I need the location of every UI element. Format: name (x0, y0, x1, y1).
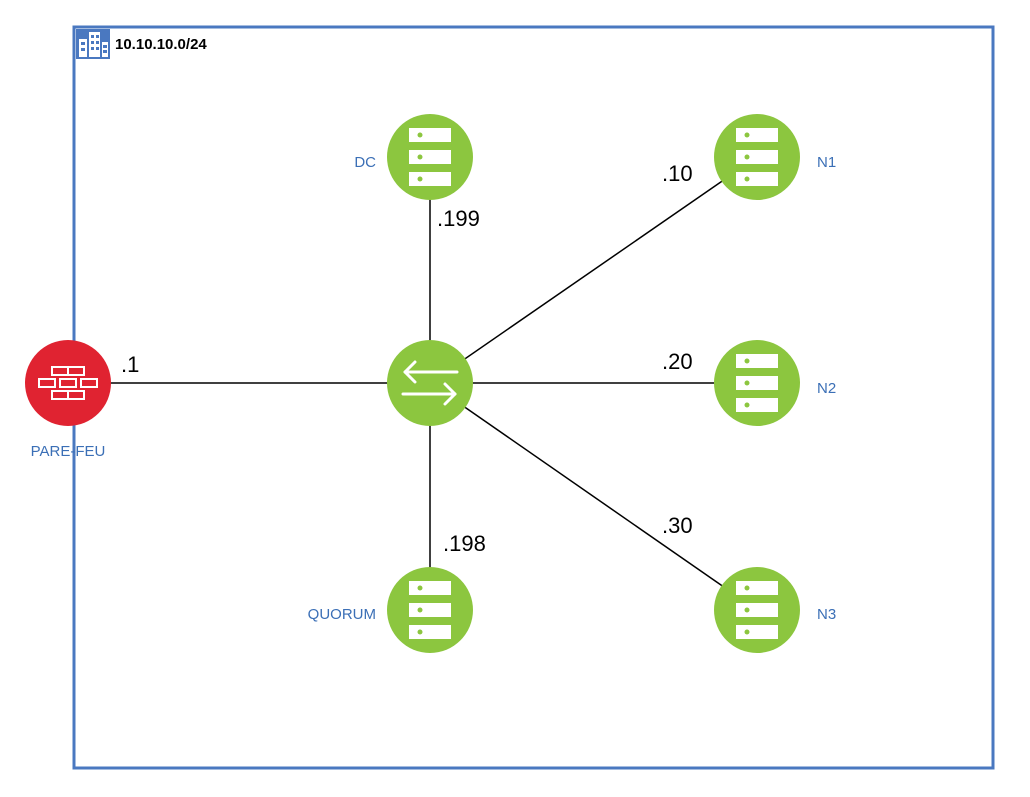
server-label-n2: N2 (817, 380, 836, 397)
server-icon (736, 128, 778, 186)
server-ip-quorum: .198 (443, 531, 486, 556)
server-label-n1: N1 (817, 154, 836, 171)
subnet-label: 10.10.10.0/24 (115, 36, 207, 53)
server-ip-n1: .10 (662, 161, 693, 186)
server-label-dc: DC (354, 154, 376, 171)
servers-layer (387, 114, 800, 653)
server-ip-n3: .30 (662, 513, 693, 538)
server-icon (409, 581, 451, 639)
server-label-n3: N3 (817, 606, 836, 623)
server-icon (736, 581, 778, 639)
link-n3-switch (429, 382, 758, 611)
server-label-quorum: QUORUM (308, 606, 376, 623)
server-node-n2[interactable] (714, 340, 800, 426)
firewall-ip: .1 (121, 352, 139, 377)
server-ip-n2: .20 (662, 349, 693, 374)
server-icon (409, 128, 451, 186)
firewall-brick-icon (38, 366, 98, 400)
server-node-n3[interactable] (714, 567, 800, 653)
firewall-node[interactable] (25, 340, 111, 426)
server-ip-dc: .199 (437, 206, 480, 231)
server-node-n1[interactable] (714, 114, 800, 200)
server-node-quorum[interactable] (387, 567, 473, 653)
building-icon (76, 29, 110, 59)
server-icon (736, 354, 778, 412)
firewall-label: PARE-FEU (31, 443, 106, 460)
switch-arrows-icon (401, 360, 459, 406)
server-node-dc[interactable] (387, 114, 473, 200)
switch-node[interactable] (387, 340, 473, 426)
link-n1-switch (429, 156, 758, 384)
subnet-boundary (72, 25, 995, 770)
